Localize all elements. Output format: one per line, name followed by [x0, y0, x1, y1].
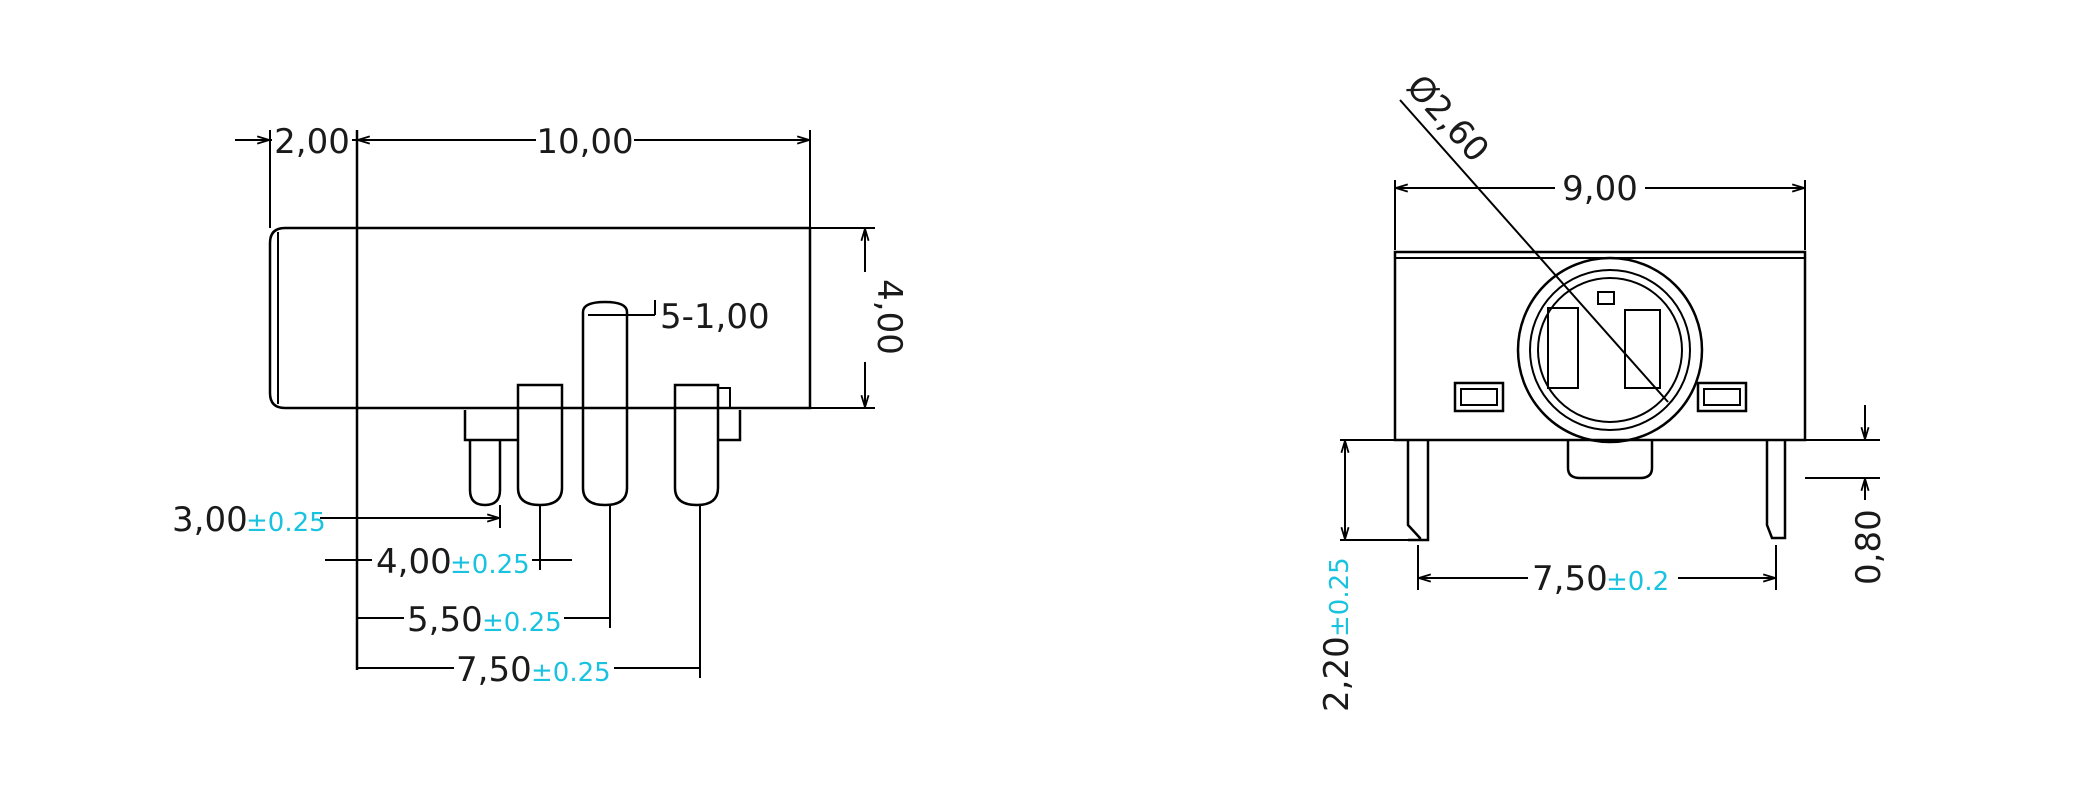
- dim-height-label: 4,00: [869, 279, 909, 355]
- dim-pin-length-value: 2,20: [1317, 636, 1357, 712]
- leg-left: [1406, 440, 1430, 542]
- dim-pin3-tol: ±0.25: [482, 608, 562, 638]
- jack-contact-left: [1547, 307, 1579, 389]
- dim-pin1-value: 3,00: [172, 500, 248, 540]
- pin-2: [516, 383, 564, 507]
- dim-pin4-value: 7,50: [456, 650, 532, 690]
- bottom-tab-right: [718, 410, 742, 442]
- jack-opening-ring: [1529, 269, 1691, 431]
- bottom-tab-left: [463, 410, 518, 442]
- clip-left: [1453, 381, 1505, 413]
- dim-body-length-label: 10,00: [536, 122, 633, 162]
- dim-pin-thickness-label: 0,80: [1849, 509, 1889, 585]
- dim-width-label: 9,00: [1562, 169, 1638, 209]
- pin-1: [468, 440, 502, 507]
- dim-pin1-tol: ±0.25: [246, 508, 326, 538]
- pin-4-tab: [717, 387, 731, 409]
- pin-4: [673, 383, 720, 507]
- jack-contact-right: [1624, 309, 1661, 389]
- jack-opening-inner: [1537, 277, 1683, 423]
- dim-pin2-value: 4,00: [376, 542, 452, 582]
- jack-body-outline: [268, 226, 812, 410]
- dim-pin-length-tol: ±0.25: [1325, 557, 1355, 637]
- side-view: 2,00 10,00 4,00 5-1,00 3,00 ±0.25 4,00 ±…: [172, 118, 909, 690]
- dim-flange-label: 2,00: [274, 122, 350, 162]
- clip-right-inner: [1703, 388, 1741, 406]
- dim-pin3-value: 5,50: [407, 600, 483, 640]
- dim-pins-label: 5-1,00: [660, 297, 770, 337]
- dim-pin2-tol: ±0.25: [450, 550, 530, 580]
- pin-3: [581, 300, 629, 507]
- dim-pin-spacing-tol: ±0.2: [1606, 567, 1669, 597]
- bottom-boss: [1566, 440, 1654, 480]
- front-body-outline: [1393, 250, 1807, 442]
- clip-right: [1696, 381, 1748, 413]
- jack-contact-top: [1597, 291, 1615, 305]
- clip-left-inner: [1460, 388, 1498, 406]
- leg-right: [1765, 440, 1787, 540]
- dim-pin-spacing-value: 7,50: [1532, 559, 1608, 599]
- front-view: Ø2,60 9,00 7,50 ±0.2 2,20 ±0.25 0,80: [1317, 67, 1889, 712]
- jack-opening-outer: [1516, 256, 1704, 444]
- dim-pin4-tol: ±0.25: [531, 658, 611, 688]
